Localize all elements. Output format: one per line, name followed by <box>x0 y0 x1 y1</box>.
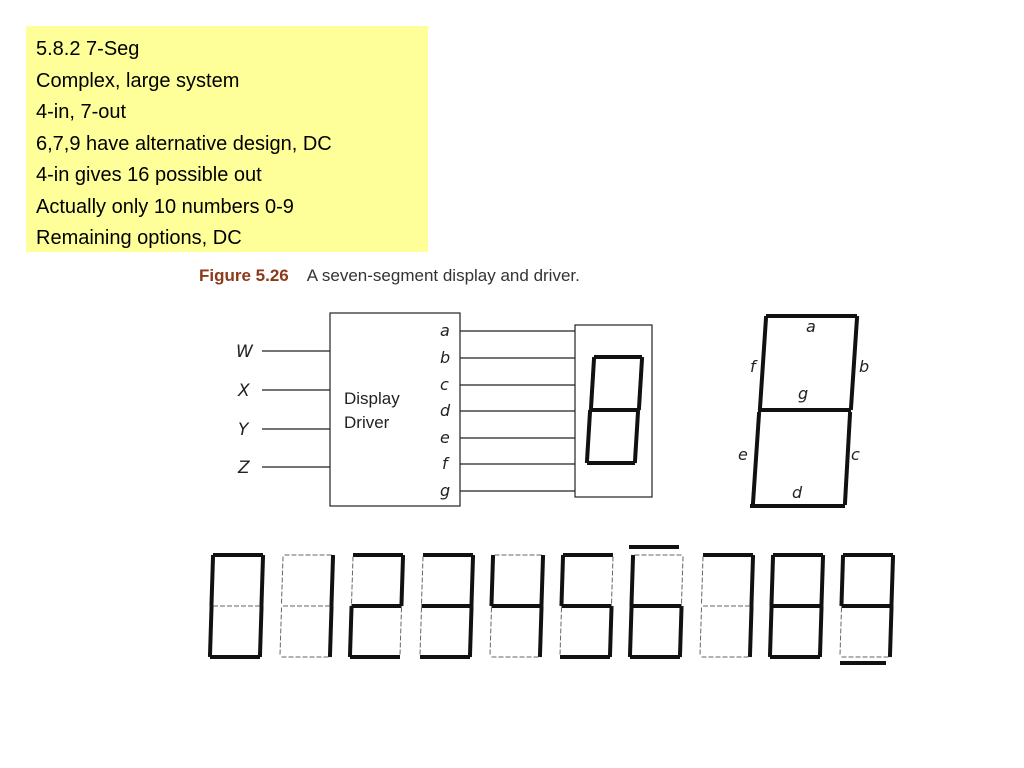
output-label-d: d <box>440 401 451 420</box>
digit-row <box>207 545 896 665</box>
output-label-a: a <box>440 321 450 340</box>
output-label-e: e <box>440 428 450 447</box>
input-label-y: Y <box>238 420 250 440</box>
digit-3-seg-f <box>420 556 424 605</box>
output-lines <box>460 330 575 492</box>
digit-9-seg-c <box>887 605 894 658</box>
digit-2-seg-f <box>350 556 354 605</box>
digit-9 <box>839 553 896 665</box>
notes-line: Actually only 10 numbers 0-9 <box>36 195 294 218</box>
digit-0-seg-b <box>259 554 266 607</box>
digit-4 <box>489 554 546 658</box>
output-label-b: b <box>440 348 450 367</box>
digit-8 <box>767 553 826 659</box>
digit-6-seg-e <box>627 605 634 658</box>
digit-6 <box>627 545 684 659</box>
digit-1-seg-f <box>280 556 284 605</box>
digit-7-seg-e <box>699 607 703 656</box>
digit-9-seg-f <box>839 554 846 607</box>
figure-number: Figure 5.26 <box>199 266 289 285</box>
digit-0-seg-f <box>209 554 216 607</box>
segment-reference <box>750 314 860 508</box>
digit-3-seg-c <box>467 605 474 658</box>
digit-6-seg-c <box>677 605 684 658</box>
segment-f <box>757 315 769 411</box>
digit-6-seg-f <box>629 554 636 607</box>
segment-label-a: a <box>806 317 816 336</box>
digit-1-seg-b <box>329 554 336 607</box>
digit-5-seg-b <box>610 556 614 605</box>
notes-line: 4-in gives 16 possible out <box>36 164 262 186</box>
digit-9-seg-e <box>839 607 843 656</box>
digit-4-seg-c <box>537 605 544 658</box>
digit-5-seg-f <box>559 554 566 607</box>
input-label-z: Z <box>237 458 250 478</box>
digit-3 <box>419 553 476 659</box>
display-seg <box>588 356 597 411</box>
digit-2 <box>347 553 406 659</box>
segment-label-f: f <box>750 357 758 376</box>
driver-label-line1: Display <box>344 389 400 408</box>
digit-5-seg-e <box>559 607 563 656</box>
segment-e <box>750 411 762 506</box>
digit-9-seg-b <box>889 554 896 607</box>
digit-2-seg-b <box>399 554 406 607</box>
driver-label-line2: Driver <box>344 413 390 432</box>
digit-7-seg-c <box>747 605 754 658</box>
segment-label-c: c <box>851 445 860 464</box>
segment-label-b: b <box>859 357 869 376</box>
segment-label-e: e <box>738 445 748 464</box>
digit-5-seg-c <box>607 605 614 658</box>
display-digit-8 <box>584 355 645 465</box>
digit-5 <box>559 553 614 659</box>
notes-line: 6,7,9 have alternative design, DC <box>36 132 332 155</box>
segment-c <box>842 411 853 506</box>
input-lines <box>262 350 330 468</box>
display-seg <box>584 409 593 464</box>
output-label-f: f <box>442 454 450 473</box>
digit-3-seg-e <box>419 607 423 656</box>
digit-4-seg-f <box>489 554 496 607</box>
digit-0 <box>207 553 266 659</box>
output-label-g: g <box>440 481 450 500</box>
input-label-w: W <box>236 342 254 362</box>
digit-8-seg-c <box>817 605 824 658</box>
digit-1-seg-c <box>327 605 334 658</box>
notes-box: 5.8.2 7-Seg Complex, large system 4-in, … <box>26 26 428 252</box>
digit-8-seg-f <box>769 554 776 607</box>
segment-label-d: d <box>792 483 803 502</box>
figure-title: A seven-segment display and driver. <box>306 266 580 285</box>
digit-4-seg-b <box>539 554 546 607</box>
digit-3-seg-b <box>469 554 476 607</box>
digit-7-seg-b <box>749 554 756 607</box>
digit-0-seg-c <box>257 605 264 658</box>
input-label-x: X <box>237 381 250 401</box>
notes-line: 4-in, 7-out <box>36 101 127 123</box>
digit-7-seg-f <box>700 556 704 605</box>
digit-8-seg-e <box>767 605 774 658</box>
figure-caption: Figure 5.26 A seven-segment display and d… <box>199 266 580 286</box>
digit-2-seg-e <box>347 605 354 658</box>
digit-7 <box>699 553 756 658</box>
notes-line: Remaining options, DC <box>36 227 242 249</box>
output-label-c: c <box>440 375 449 394</box>
digit-0-seg-e <box>207 605 214 658</box>
display-seg <box>632 409 641 464</box>
digit-4-seg-e <box>489 607 493 656</box>
digit-8-seg-b <box>819 554 826 607</box>
digit-1-seg-e <box>279 607 283 656</box>
digit-6-seg-b <box>680 556 684 605</box>
display-driver-box <box>329 312 461 507</box>
digit-1 <box>279 554 336 658</box>
segment-b <box>848 315 860 411</box>
segment-label-g: g <box>798 384 808 403</box>
notes-line: 5.8.2 7-Seg <box>36 38 140 60</box>
digit-2-seg-c <box>399 607 403 656</box>
notes-line: Complex, large system <box>36 69 240 92</box>
display-seg <box>636 356 645 411</box>
